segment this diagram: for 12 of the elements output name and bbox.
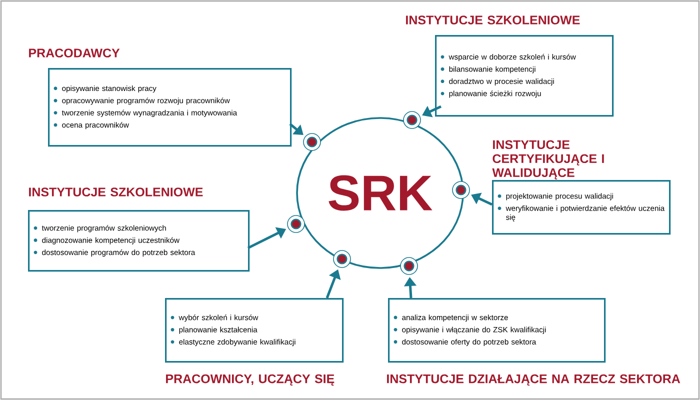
marker <box>400 257 418 275</box>
marker <box>287 215 305 233</box>
heading: INSTYTUCJE SZKOLENIOWE <box>406 16 580 24</box>
marker <box>303 133 321 151</box>
arrow <box>289 123 304 135</box>
heading: PRACODAWCY <box>29 48 120 58</box>
heading: INSTYTUCJE DZIAŁAJĄCE NA RZECZ SEKTORA <box>387 374 680 386</box>
heading: INSTYTUCJE SZKOLENIOWE <box>29 188 203 196</box>
heading: PRACOWNICY, UCZĄCY SIĘ <box>166 374 334 386</box>
marker <box>403 111 421 129</box>
marker <box>452 181 470 199</box>
heading: INSTYTUCJE CERTYFIKUJĄCE I WALIDUJĄCE <box>492 140 604 180</box>
